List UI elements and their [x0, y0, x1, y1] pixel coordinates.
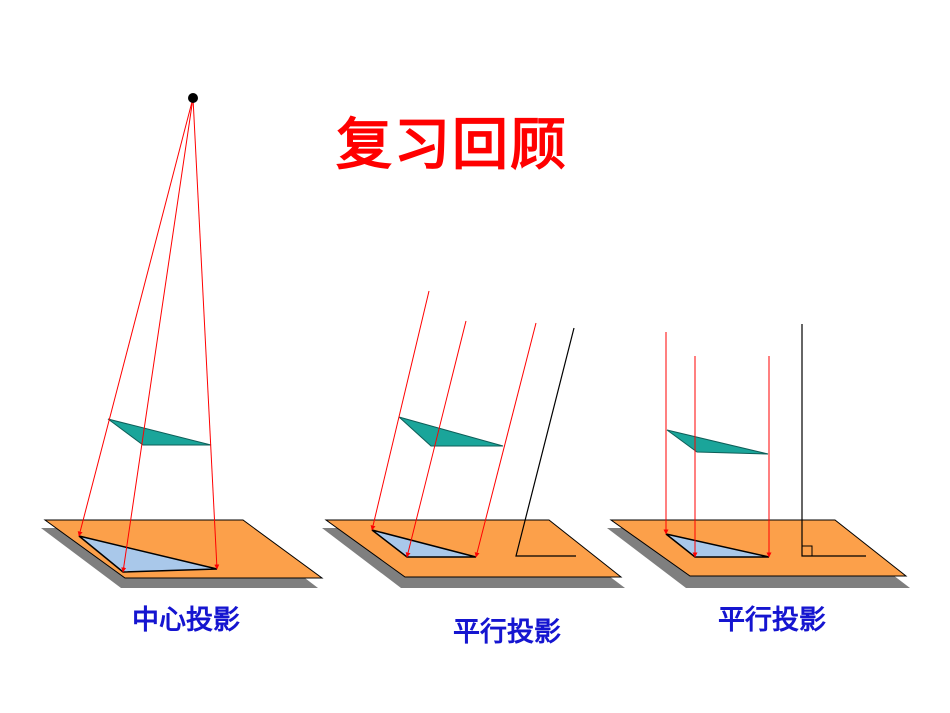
projected-shadow [78, 535, 218, 573]
light-source-point [188, 93, 198, 103]
projection-ray [405, 320, 467, 558]
projected-shadow [371, 529, 477, 558]
caption-orthogonal-parallel-projection: 平行投影 [718, 605, 826, 636]
projection-ray [370, 290, 430, 531]
central-projection-panel [41, 93, 324, 588]
projection-ray [192, 97, 220, 570]
caption-central-projection: 中心投影 [132, 605, 240, 636]
oblique-angle-reference [515, 327, 576, 557]
object-triangle [107, 418, 212, 446]
projection-plane [609, 519, 908, 577]
orthogonal-parallel-projection-panel [607, 324, 910, 588]
caption-oblique-parallel-projection: 平行投影 [453, 617, 561, 648]
projection-ray [121, 97, 194, 573]
projected-shadow [665, 533, 770, 558]
right-angle-marker [802, 545, 813, 556]
projection-ray [474, 322, 537, 558]
right-angle-reference [801, 324, 866, 557]
object-triangle [666, 429, 769, 455]
projection-ray [77, 97, 194, 537]
object-triangle [398, 416, 504, 447]
slide-title: 复习回顾 [336, 113, 568, 178]
oblique-parallel-projection-panel [322, 290, 625, 588]
projection-plane [324, 519, 623, 578]
